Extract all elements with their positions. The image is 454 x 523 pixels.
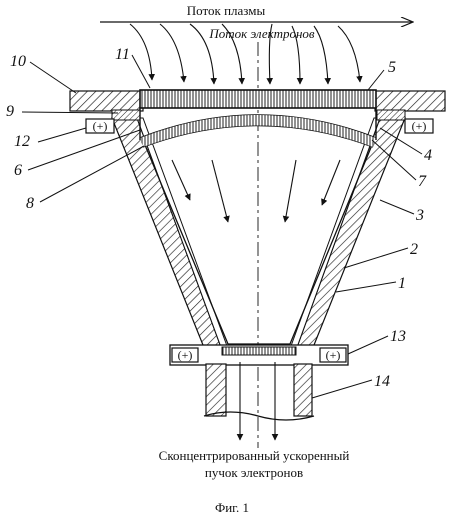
callout-8: 8: [26, 195, 34, 212]
output-tube-left: [205, 363, 227, 417]
figure-caption: Фиг. 1: [215, 500, 249, 515]
output-beam-arrows: [236, 362, 279, 441]
terminal-left-top: [85, 118, 115, 134]
callout-14: 14: [374, 373, 390, 390]
cone-wall-right: [295, 117, 406, 351]
callout-6: 6: [14, 162, 22, 179]
plasma-flow-label: Поток плазмы: [187, 3, 266, 18]
callout-11: 11: [115, 46, 130, 63]
callout-10: 10: [10, 53, 26, 70]
callout-5: 5: [388, 59, 396, 76]
plate-right: [374, 90, 446, 112]
grid-housing: [139, 89, 377, 109]
callout-4: 4: [424, 147, 432, 164]
flange-left: [111, 109, 141, 121]
output-tube-break: [203, 411, 315, 421]
terminal-left-top-label: (+): [93, 119, 108, 133]
callout-1: 1: [398, 275, 406, 292]
incoming-electron-arrows: [129, 23, 363, 85]
output-caption-line2: пучок электронов: [205, 465, 303, 480]
terminal-left-bottom-label: (+): [178, 348, 193, 362]
callout-12: 12: [14, 133, 30, 150]
leader-lines: [21, 54, 423, 399]
flange-right: [376, 109, 406, 121]
plate-left: [69, 90, 144, 112]
callout-7: 7: [418, 173, 427, 190]
bottom-grid: [221, 346, 297, 356]
callout-9: 9: [6, 103, 14, 120]
cone-wall-left: [111, 117, 223, 351]
output-tube-right: [293, 363, 313, 417]
cone-electron-arrows: [171, 159, 341, 223]
terminal-right-bottom: [319, 347, 347, 363]
cone-inner-line: [144, 144, 373, 345]
curved-grid-band: [140, 115, 376, 147]
electron-flow-label: Поток электронов: [208, 26, 315, 41]
output-caption-line1: Сконцентрированный ускоренный: [159, 448, 350, 463]
callout-3: 3: [415, 207, 424, 224]
terminal-right-bottom-label: (+): [326, 348, 341, 362]
terminal-right-top: [404, 118, 434, 134]
callout-13: 13: [390, 328, 406, 345]
terminal-left-bottom: [171, 347, 199, 363]
housing-walls: [139, 108, 377, 140]
terminal-right-top-label: (+): [412, 119, 427, 133]
callout-2: 2: [410, 241, 418, 258]
